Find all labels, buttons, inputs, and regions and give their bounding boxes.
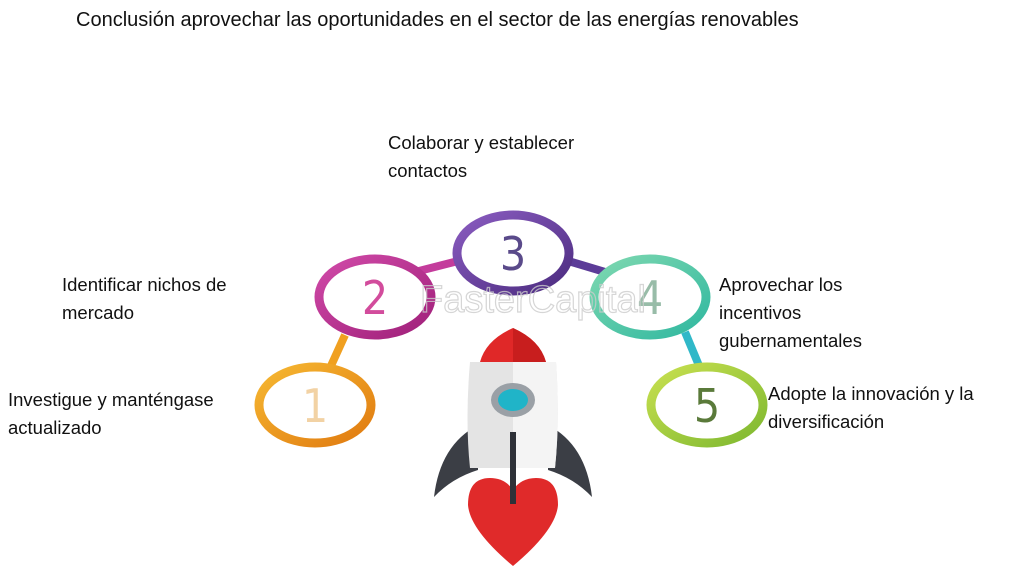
step-5-number: 5 [694, 379, 720, 433]
step-2-label: Identificar nichos de mercado [62, 274, 227, 323]
step-2-ring [314, 254, 436, 340]
step-1-number: 1 [302, 379, 328, 433]
step-5-ring [646, 362, 768, 448]
connector-4-5 [681, 330, 704, 370]
page-title: Conclusión aprovechar las oportunidades … [76, 9, 799, 31]
step-1-label: Investigue y manténgase actualizado [8, 389, 214, 438]
step-4-number: 4 [637, 271, 663, 325]
connector-1-2 [326, 333, 349, 370]
step-4-label: Aprovechar los incentivos gubernamentale… [719, 274, 862, 351]
step-3-label: Colaborar y establecer contactos [388, 132, 575, 181]
step-2-number: 2 [362, 271, 388, 325]
rocket-icon [434, 328, 592, 566]
step-5-label: Adopte la innovación y la diversificació… [768, 383, 974, 432]
watermark: FasterCapital [420, 279, 646, 321]
step-3-ring [452, 210, 574, 296]
step-4-ring [589, 254, 711, 340]
step-1-ring [254, 362, 376, 448]
step-3-number: 3 [500, 227, 526, 281]
